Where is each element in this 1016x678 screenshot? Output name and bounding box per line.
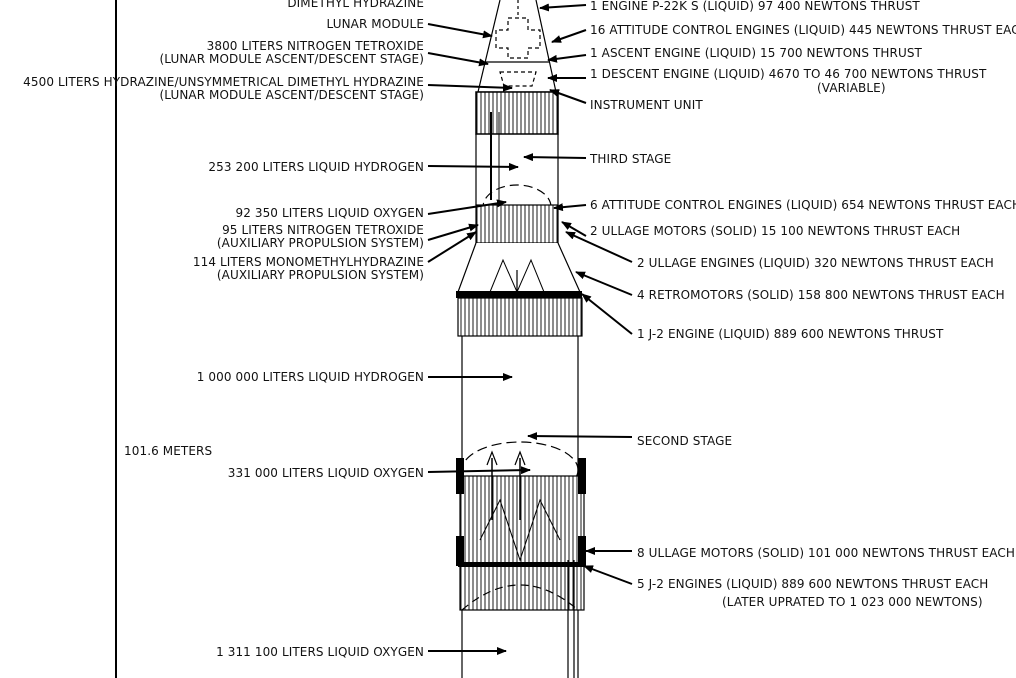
second-stage-band-upper-left: [456, 458, 464, 494]
arrow-third-stage: [523, 153, 587, 162]
arrow-engine-p22ks: [539, 3, 587, 12]
arrow-ullage-engines-2: [565, 231, 633, 263]
lunar-module-adapter: [477, 0, 557, 93]
label-second-stage: SECOND STAGE: [637, 434, 733, 448]
leader-arrows: [427, 3, 633, 655]
label-lox-third: 92 350 LITERS LIQUID OXYGEN: [235, 206, 424, 220]
arrow-lox-third: [427, 199, 507, 215]
arrow-hydrazine-lm: [427, 83, 513, 92]
label-lh2-third: 253 200 LITERS LIQUID HYDROGEN: [208, 160, 424, 174]
arrow-second-stage: [527, 432, 633, 441]
arrow-retromotors-4: [575, 271, 633, 296]
second-stage-band-lower-left: [456, 536, 464, 566]
arrow-mmh-aps: [427, 231, 477, 263]
label-engine-p22ks: 1 ENGINE P-22K S (LIQUID) 97 400 NEWTONS…: [590, 0, 920, 13]
label-ascent-engine: 1 ASCENT ENGINE (LIQUID) 15 700 NEWTONS …: [590, 46, 922, 60]
arrow-ullage-motors-2: [561, 221, 587, 237]
arrow-lox-second: [427, 466, 531, 475]
second-stage-band-upper-right: [578, 458, 586, 494]
label-mmh-aps-2: (AUXILIARY PROPULSION SYSTEM): [216, 268, 424, 282]
arrow-attitude-6: [553, 203, 587, 212]
label-descent-engine-2: (VARIABLE): [817, 81, 886, 95]
arrow-lunar-module: [427, 23, 493, 39]
arrow-instrument-unit: [549, 89, 587, 104]
label-ullage-motors-8: 8 ULLAGE MOTORS (SOLID) 101 000 NEWTONS …: [637, 546, 1015, 560]
label-n2o4-aps-2: (AUXILIARY PROPULSION SYSTEM): [216, 236, 424, 250]
second-stage-band: [458, 562, 586, 567]
label-lh2-second: 1 000 000 LITERS LIQUID HYDROGEN: [196, 370, 424, 384]
third-stage: [457, 112, 581, 294]
label-n2o4-lm-2: (LUNAR MODULE ASCENT/DESCENT STAGE): [159, 52, 424, 66]
label-dimethyl-hydrazine: DIMETHYL HYDRAZINE: [287, 0, 424, 10]
label-mmh-aps-1: 114 LITERS MONOMETHYLHYDRAZINE: [192, 255, 424, 269]
instrument-unit: [475, 91, 559, 135]
label-lox-first: 1 311 100 LITERS LIQUID OXYGEN: [216, 645, 424, 659]
interstage-skirt: [457, 297, 583, 337]
interstage-band: [456, 291, 582, 298]
label-n2o4-aps-1: 95 LITERS NITROGEN TETROXIDE: [222, 223, 424, 237]
label-n2o4-lm-1: 3800 LITERS NITROGEN TETROXIDE: [206, 39, 424, 53]
label-third-stage: THIRD STAGE: [590, 152, 672, 166]
label-hydrazine-lm-2: (LUNAR MODULE ASCENT/DESCENT STAGE): [159, 88, 424, 102]
label-attitude-6: 6 ATTITUDE CONTROL ENGINES (LIQUID) 654 …: [590, 198, 1016, 212]
label-lunar-module: LUNAR MODULE: [326, 17, 424, 31]
label-height: 101.6 METERS: [124, 444, 213, 458]
label-hydrazine-lm-1: 4500 LITERS HYDRAZINE/UNSYMMETRICAL DIME…: [23, 75, 424, 89]
second-stage: [459, 336, 585, 678]
arrow-lh2-third: [427, 162, 519, 171]
arrow-n2o4-aps: [427, 223, 479, 241]
label-lox-second: 331 000 LITERS LIQUID OXYGEN: [227, 466, 424, 480]
label-ullage-engines-2: 2 ULLAGE ENGINES (LIQUID) 320 NEWTONS TH…: [637, 256, 994, 270]
label-instrument-unit: INSTRUMENT UNIT: [590, 98, 703, 112]
label-retromotors-4: 4 RETROMOTORS (SOLID) 158 800 NEWTONS TH…: [637, 288, 1005, 302]
second-stage-band-lower-right: [578, 536, 586, 566]
label-attitude-16: 16 ATTITUDE CONTROL ENGINES (LIQUID) 445…: [590, 23, 1016, 37]
arrow-j2-engine-1: [581, 293, 633, 335]
label-j2-engine-1: 1 J-2 ENGINE (LIQUID) 889 600 NEWTONS TH…: [637, 327, 944, 341]
label-ullage-motors-2: 2 ULLAGE MOTORS (SOLID) 15 100 NEWTONS T…: [590, 224, 961, 238]
label-j2-engines-5-1: 5 J-2 ENGINES (LIQUID) 889 600 NEWTONS T…: [637, 577, 989, 591]
arrow-ascent-engine: [547, 54, 587, 63]
label-j2-engines-5-2: (LATER UPRATED TO 1 023 000 NEWTONS): [722, 595, 983, 609]
arrow-attitude-16: [551, 29, 587, 43]
arrow-n2o4-lm: [427, 52, 489, 67]
arrow-j2-engines-5: [583, 565, 633, 585]
label-descent-engine-1: 1 DESCENT ENGINE (LIQUID) 4670 TO 46 700…: [590, 67, 987, 81]
